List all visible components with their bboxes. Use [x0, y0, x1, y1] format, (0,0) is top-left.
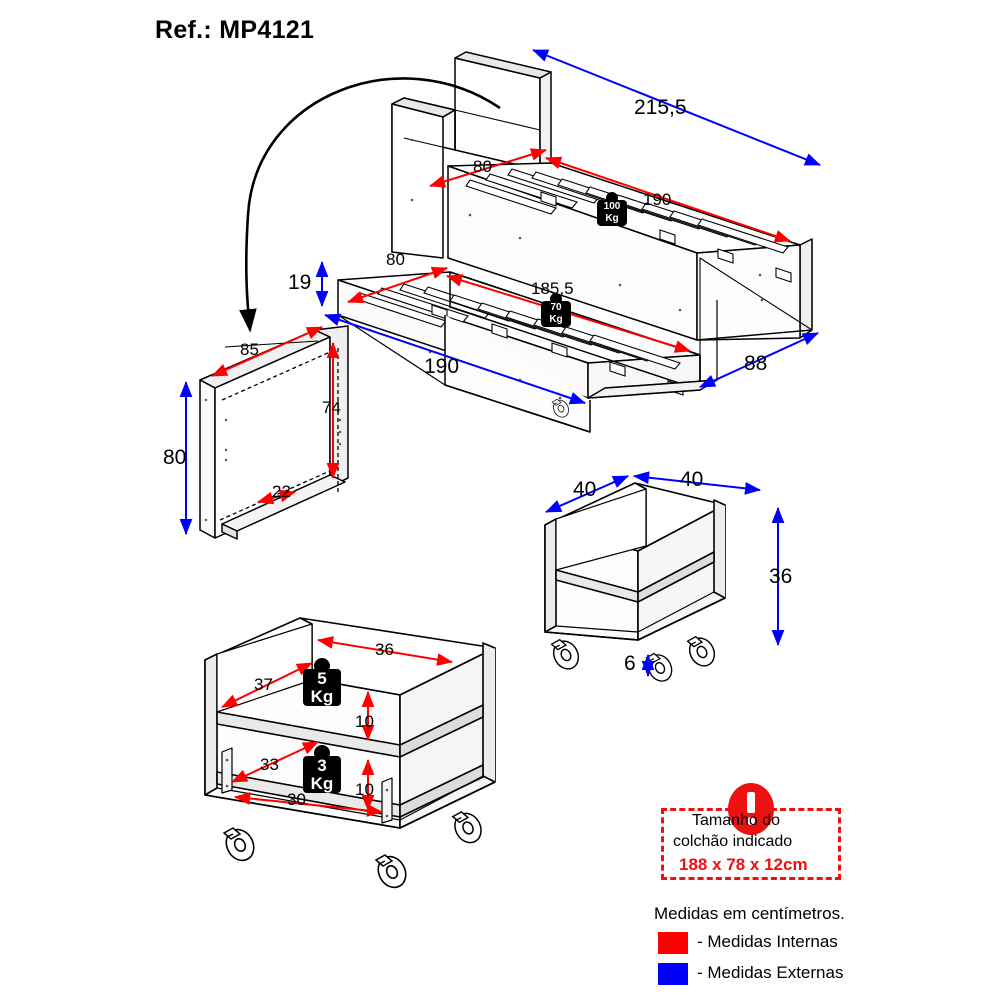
dim-nightstand-height: 36 — [769, 565, 793, 588]
dim-bed-top-length: 190 — [643, 190, 672, 209]
weight-amount: 3 — [317, 756, 327, 775]
dim-nightstand-depth: 40 — [573, 478, 597, 501]
dim-nightstand-caster-height: 6 — [624, 652, 636, 675]
dim-shelf-top-width: 36 — [375, 640, 394, 659]
weight-tag-shelf-top: 5 Kg — [303, 658, 341, 706]
weight-tag-bed-top: 100 Kg — [597, 192, 627, 226]
weight-tag-body: 3 Kg — [303, 756, 341, 793]
dim-bed-base-length: 190 — [424, 355, 460, 378]
mattress-warning-size: 188 x 78 x 12cm — [679, 855, 808, 874]
dim-shelf-top-depth: 37 — [254, 675, 273, 694]
legend-swatch-internal — [658, 932, 688, 954]
dim-nightstand-width: 40 — [680, 468, 704, 491]
dim-shelf-bottom-depth: 33 — [260, 755, 279, 774]
dim-bed-total-length: 215,5 — [634, 96, 687, 119]
weight-unit: Kg — [605, 213, 619, 224]
dim-headboard-height: 80 — [163, 446, 187, 469]
weight-tag-body: 100 Kg — [597, 200, 627, 226]
units-note: Medidas em centímetros. — [654, 904, 845, 923]
mattress-warning-line1: Tamanho do — [692, 812, 781, 829]
mattress-warning-line2: colchão indicado — [673, 833, 793, 850]
weight-tag-body: 70 Kg — [541, 301, 571, 327]
dim-bed-top-width: 80 — [473, 157, 492, 176]
dim-headboard-depth: 22 — [272, 482, 291, 501]
legend-label-external: - Medidas Externas — [697, 963, 844, 982]
dim-bed-trundle-length: 185,5 — [531, 279, 574, 298]
dim-bed-trundle-width: 80 — [386, 250, 405, 269]
legend-swatch-external — [658, 963, 688, 985]
weight-unit: Kg — [310, 687, 334, 706]
weight-amount: 5 — [317, 669, 327, 688]
dim-shelf-bottom-width: 30 — [287, 790, 306, 809]
weight-tag-body: 5 Kg — [303, 669, 341, 706]
page-title: Ref.: MP4121 — [155, 16, 315, 44]
weight-amount: 70 — [550, 302, 562, 313]
weight-unit: Kg — [310, 774, 334, 793]
weight-tag-bed-trundle: 70 Kg — [541, 293, 571, 327]
weight-tag-shelf-bottom: 3 Kg — [303, 745, 341, 793]
dim-bed-trundle-height: 19 — [288, 271, 312, 294]
weight-amount: 100 — [603, 201, 621, 212]
dim-shelf-bottom-height: 10 — [355, 780, 374, 799]
dim-headboard-inner-height: 74 — [322, 398, 341, 417]
legend-label-internal: - Medidas Internas — [697, 932, 838, 951]
exclamation-icon — [728, 783, 774, 835]
dim-headboard-width: 85 — [240, 340, 259, 359]
dim-bed-depth: 88 — [744, 352, 768, 375]
dim-shelf-top-height: 10 — [355, 712, 374, 731]
weight-unit: Kg — [549, 314, 563, 325]
